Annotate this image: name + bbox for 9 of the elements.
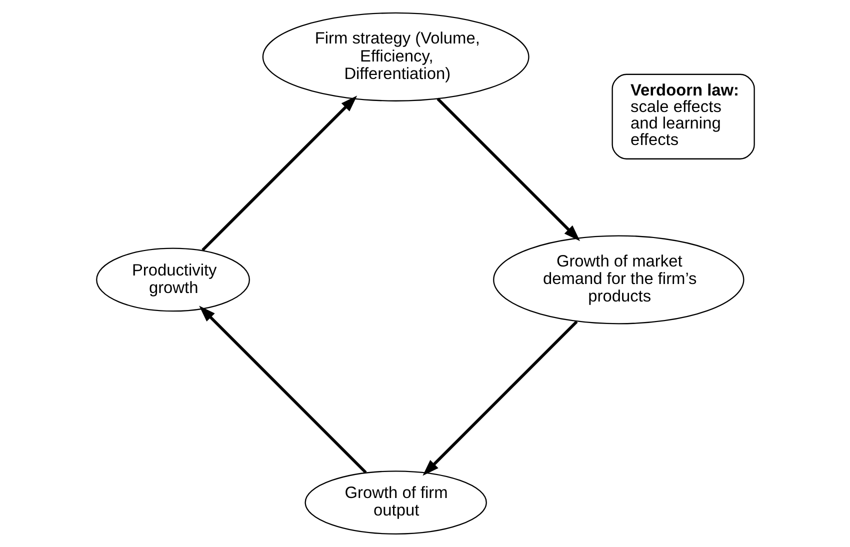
node-ellipse: Growth of firm output (304, 470, 486, 534)
node-ellipse: Growth of market demand for the firm’s products (492, 235, 744, 324)
node-ellipse: Firm strategy (Volume, Efficiency, Differentiation) (262, 12, 529, 102)
arrow (422, 320, 578, 476)
arrow (201, 96, 357, 252)
arrow (436, 98, 580, 242)
node-box: Verdoorn law: scale effects and learning effects (611, 74, 754, 160)
node-ellipse: Productivity growth (96, 248, 250, 312)
arrow (198, 306, 366, 474)
